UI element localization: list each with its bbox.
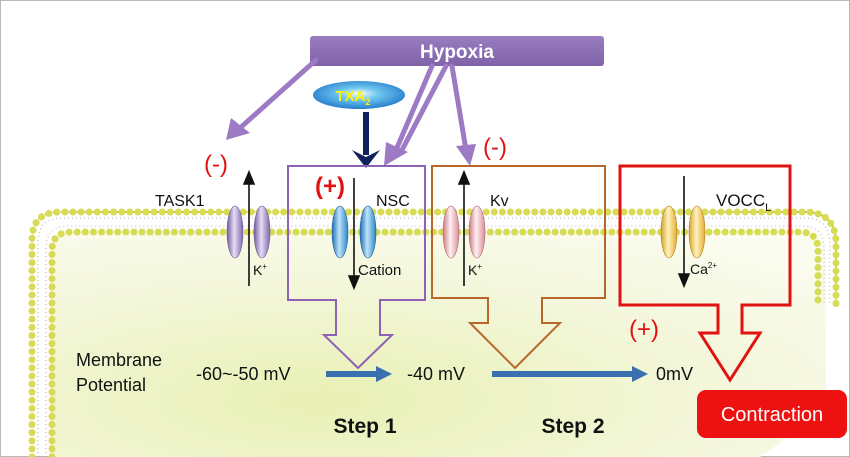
task1-ion: K+ [253, 262, 267, 278]
hypoxia-arrows [237, 57, 469, 153]
kv-channel [442, 205, 486, 259]
task1-label: TASK1 [155, 193, 205, 210]
txa2-label: TXA2 [335, 88, 370, 107]
vocc-activate-sign: (+) [629, 316, 659, 343]
nsc-box [287, 165, 426, 370]
nsc-ion: Cation [358, 262, 401, 279]
hypoxia-label: Hypoxia [420, 42, 494, 63]
vocc-ion: Ca2+ [690, 261, 717, 277]
hypoxia-arrowheads [226, 118, 476, 166]
contraction-box [697, 390, 847, 438]
step1-label: Step 1 [333, 415, 396, 438]
step2-label: Step 2 [541, 415, 604, 438]
vocc-box [618, 164, 792, 383]
task1-inhibit-sign: (-) [204, 151, 228, 178]
vocc-channel [660, 205, 706, 259]
kv-box [431, 165, 606, 370]
ion-flux-arrows [242, 169, 691, 291]
task1-channel [226, 205, 271, 259]
kv-label: Kv [490, 193, 509, 210]
txa2-oval [313, 81, 405, 109]
kv-inhibit-sign: (-) [483, 134, 507, 161]
potential-value-2: -40 mV [407, 364, 465, 384]
contraction-label: Contraction [721, 404, 823, 426]
potential-arrows [326, 366, 648, 382]
membrane-potential-label-line2: Potential [76, 375, 146, 395]
txa2-arrowhead [352, 150, 380, 168]
potential-value-1: -60~-50 mV [196, 364, 291, 384]
nsc-activate-sign: (+) [315, 173, 345, 200]
potential-value-3: 0mV [656, 364, 693, 384]
nsc-channel [331, 205, 377, 259]
hypoxia-banner [310, 36, 604, 66]
nsc-label: NSC [376, 193, 410, 210]
cell-interior [50, 232, 826, 457]
vocc-label: VOCCL [716, 191, 771, 214]
kv-ion: K+ [468, 262, 482, 278]
membrane-potential-label-line1: Membrane [76, 350, 162, 370]
